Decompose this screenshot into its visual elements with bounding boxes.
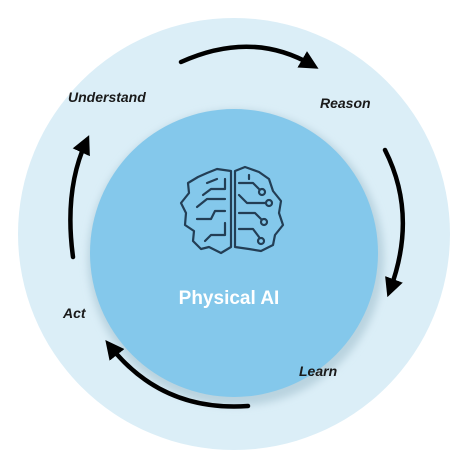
center-title: Physical AI [179,288,280,309]
stage-label-act: Act [62,305,87,321]
arrow-right [382,147,406,298]
stage-label-reason: Reason [320,95,371,111]
arrow-bottom [105,340,251,409]
brain-circuit-icon [179,165,285,255]
stage-label-understand: Understand [68,89,146,105]
arrow-left [68,135,90,260]
stage-label-learn: Learn [299,363,337,379]
inner-circle [90,109,378,397]
cycle-arrows [68,44,406,409]
arrow-top [178,44,319,69]
